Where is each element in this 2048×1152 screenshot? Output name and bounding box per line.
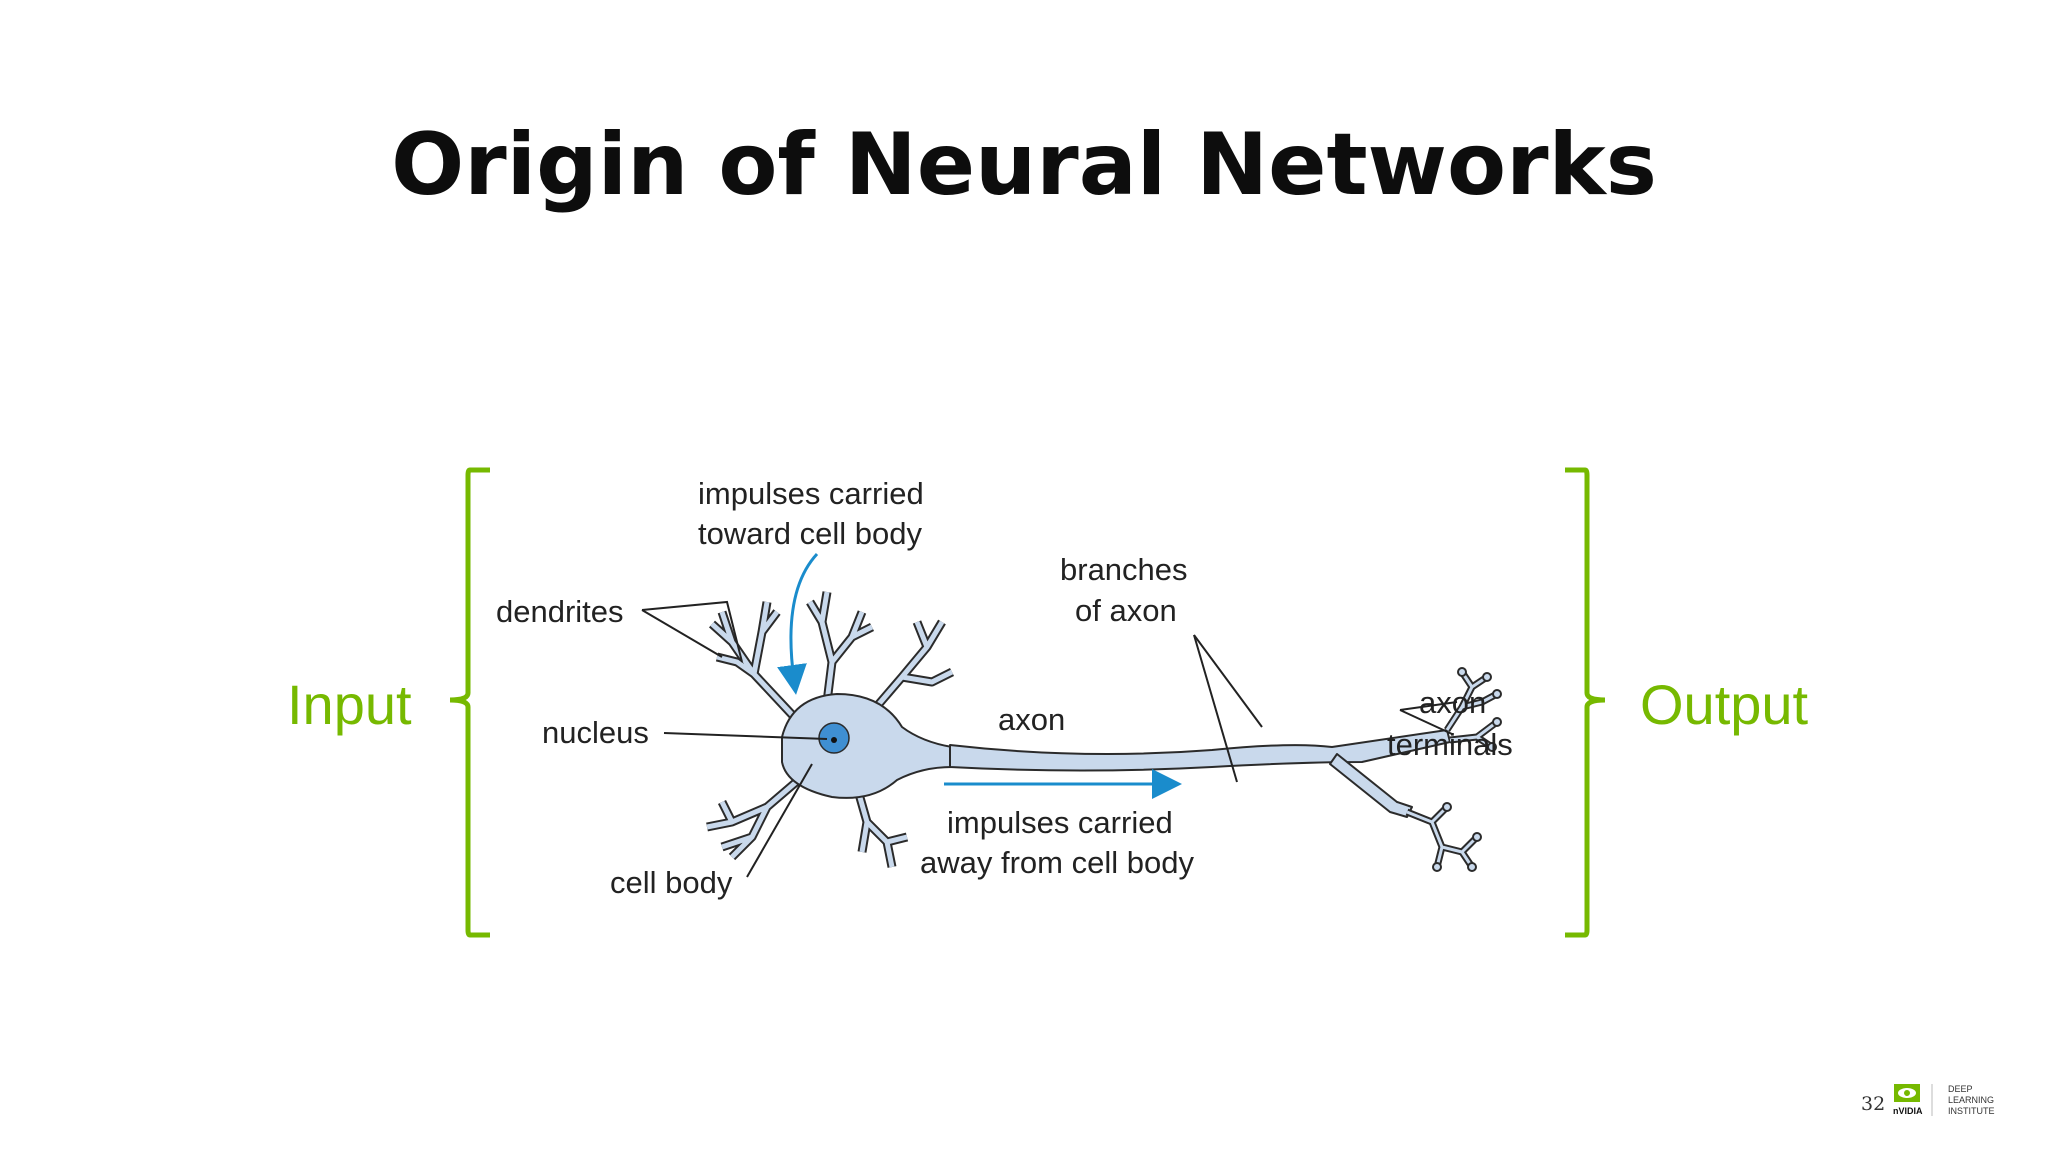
output-label: Output (1640, 673, 1809, 736)
label-branches-1: branches (1060, 552, 1188, 587)
slide-title: Origin of Neural Networks (391, 115, 1657, 215)
input-label: Input (287, 673, 412, 736)
label-terminals-2: terminals (1387, 727, 1513, 762)
impulse-in-arrow (777, 552, 819, 695)
label-impulses-in-2: toward cell body (698, 516, 923, 551)
label-branches-2: of axon (1075, 593, 1177, 628)
label-axon: axon (998, 702, 1065, 737)
label-impulses-out-2: away from cell body (920, 845, 1194, 880)
logo-line1: DEEP (1948, 1084, 1973, 1094)
neuron-shape (706, 591, 1502, 872)
nvidia-eye-icon (1894, 1084, 1920, 1102)
neuron-diagram: impulses carried toward cell body dendri… (496, 476, 1513, 900)
input-bracket (449, 467, 490, 938)
label-nucleus: nucleus (542, 715, 649, 750)
nvidia-dli-logo: nVIDIA DEEP LEARNING INSTITUTE (1893, 1084, 1995, 1116)
output-bracket (1565, 467, 1606, 938)
label-cell-body: cell body (610, 865, 733, 900)
label-terminals-1: axon (1419, 685, 1486, 720)
label-impulses-out-1: impulses carried (947, 805, 1173, 840)
logo-line2: LEARNING (1948, 1095, 1994, 1105)
label-impulses-in-1: impulses carried (698, 476, 924, 511)
label-dendrites: dendrites (496, 594, 624, 629)
logo-brand: nVIDIA (1893, 1106, 1923, 1116)
logo-line3: INSTITUTE (1948, 1106, 1995, 1116)
page-number: 32 (1861, 1093, 1886, 1115)
